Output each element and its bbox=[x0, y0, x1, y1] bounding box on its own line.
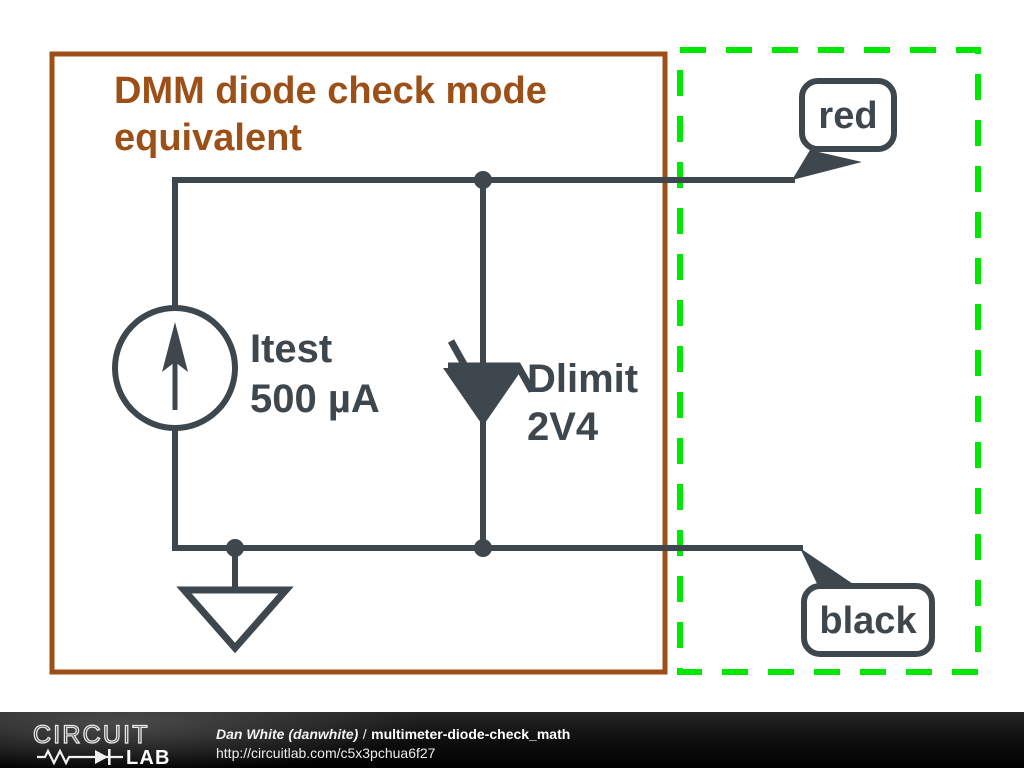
dlimit-name-label: Dlimit bbox=[527, 357, 638, 401]
probe-region-box bbox=[677, 47, 981, 675]
logo-circuit-text: CIRCUIT bbox=[33, 723, 150, 749]
red-callout-label: red bbox=[818, 95, 877, 137]
dlimit-value-label: 2V4 bbox=[527, 405, 599, 449]
schematic-svg: Itest 500 µA Dlimit 2V4 red bbox=[49, 47, 981, 675]
junction-dot-bottom-node bbox=[474, 539, 492, 557]
probe-callout-black[interactable]: black bbox=[800, 548, 935, 657]
ground-triangle bbox=[176, 586, 294, 654]
footer-author: Dan White (danwhite) bbox=[216, 726, 359, 742]
logo-lab-text: LAB bbox=[126, 747, 171, 765]
dmm-enclosure-box bbox=[49, 51, 668, 675]
current-source-arrow-head bbox=[162, 322, 188, 372]
footer-separator: / bbox=[362, 726, 367, 742]
component-zener-diode-dlimit[interactable] bbox=[443, 339, 536, 426]
footer-url[interactable]: http://circuitlab.com/c5x3pchua6f27 bbox=[216, 745, 436, 761]
itest-value-label: 500 µA bbox=[250, 377, 380, 421]
black-callout-label: black bbox=[819, 600, 917, 642]
red-callout-bubble bbox=[799, 78, 897, 152]
component-current-source-itest[interactable] bbox=[112, 305, 238, 431]
junction-dot-top-node bbox=[474, 171, 492, 189]
schematic-title-line2: equivalent bbox=[114, 117, 302, 159]
footer-bar bbox=[0, 712, 1024, 768]
probe-callout-red[interactable]: red bbox=[792, 78, 897, 180]
logo-diode-triangle bbox=[95, 750, 108, 764]
footer-url-line: http://circuitlab.com/c5x3pchua6f27 bbox=[216, 744, 1006, 763]
footer-text-block: Dan White (danwhite) / multimeter-diode-… bbox=[216, 725, 1006, 763]
junction-dot-ground-node bbox=[226, 539, 244, 557]
footer-credit-line: Dan White (danwhite) / multimeter-diode-… bbox=[216, 725, 1006, 744]
itest-name-label: Itest bbox=[250, 327, 332, 371]
logo-diode-bar bbox=[108, 749, 111, 765]
black-callout-bubble bbox=[801, 583, 935, 657]
circuitlab-logo[interactable]: CIRCUIT LAB bbox=[33, 723, 193, 765]
red-callout-tail bbox=[792, 150, 862, 180]
schematic-canvas[interactable]: Itest 500 µA Dlimit 2V4 red bbox=[0, 0, 1024, 712]
footer-circuit-name: multimeter-diode-check_math bbox=[371, 726, 571, 742]
zener-anode-triangle bbox=[443, 368, 523, 426]
schematic-title-line1: DMM diode check mode bbox=[114, 70, 547, 112]
black-callout-tail bbox=[800, 548, 862, 590]
component-ground[interactable] bbox=[176, 586, 294, 654]
